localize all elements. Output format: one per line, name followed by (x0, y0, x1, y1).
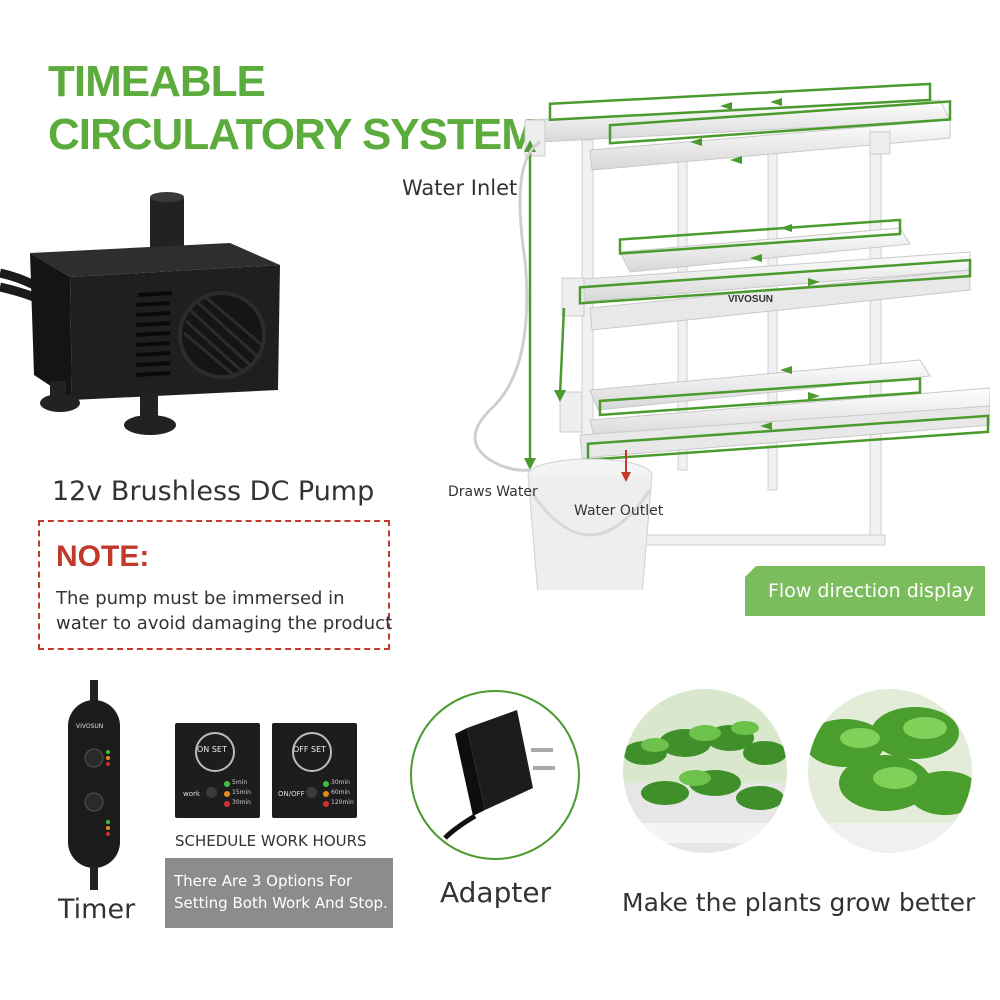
water-outlet-label: Water Outlet (574, 503, 664, 519)
flow-direction-text: Flow direction display (768, 580, 975, 602)
plant-photo-1 (623, 689, 787, 853)
pump-intake-icon (178, 291, 266, 379)
note-line-2: water to avoid damaging the product (56, 613, 393, 634)
water-inlet-label: Water Inlet (402, 176, 518, 200)
pump-cable (0, 268, 37, 290)
note-heading: NOTE: (56, 540, 150, 573)
headline-line-2: CIRCULATORY SYSTEM (48, 110, 538, 159)
plant-photos (623, 689, 972, 853)
plant-photo-2 (808, 689, 972, 853)
adapter-icon (467, 710, 533, 810)
timer-device-image: VIVOSUN (68, 680, 120, 890)
work-button-icon (206, 787, 217, 798)
schedule-caption: SCHEDULE WORK HOURS (175, 832, 367, 850)
rack-brand-mark: VIVOSUN (728, 294, 773, 305)
headline-line-1: TIMEABLE (48, 57, 266, 106)
plants-caption: Make the plants grow better (622, 888, 976, 917)
draws-water-label: Draws Water (448, 484, 538, 500)
work-option-1: 5min (232, 779, 248, 786)
timer-caption: Timer (58, 894, 136, 925)
off-set-button[interactable] (292, 732, 332, 772)
on-set-panel: ON SET work 5min 15min 30min (175, 723, 260, 818)
pump-caption: 12v Brushless DC Pump (52, 476, 375, 507)
flow-direction-badge (745, 566, 985, 616)
hydroponic-rack-diagram: VIVOSUN (473, 82, 990, 590)
off-set-panel: OFF SET ON/OFF 30min 60min 120min (272, 723, 357, 818)
off-option-3: 120min (331, 799, 354, 806)
flow-arrow-icons (524, 98, 820, 470)
options-line-1: There Are 3 Options For (174, 872, 353, 890)
off-option-1: 30min (331, 779, 350, 786)
tier-bottom (559, 359, 990, 459)
work-label: work (183, 790, 200, 798)
off-set-button-label: OFF SET (293, 745, 327, 754)
on-set-button[interactable] (195, 732, 235, 772)
pump-outlet-spout (150, 195, 184, 257)
adapter-caption: Adapter (440, 876, 552, 909)
pump-image (0, 192, 280, 435)
onoff-button-icon (306, 787, 317, 798)
note-box (38, 520, 390, 650)
options-line-2: Setting Both Work And Stop. (174, 894, 388, 912)
options-box (165, 858, 393, 928)
on-set-button-label: ON SET (197, 745, 227, 754)
timer-off-button-icon[interactable] (84, 792, 104, 812)
timer-on-button-icon[interactable] (84, 748, 104, 768)
adapter-image (410, 690, 580, 860)
work-option-3: 30min (232, 799, 251, 806)
timer-brand: VIVOSUN (76, 723, 103, 730)
note-line-1: The pump must be immersed in (56, 588, 345, 609)
water-hose (473, 140, 541, 472)
water-bucket (527, 458, 653, 590)
off-option-2: 60min (331, 789, 350, 796)
onoff-label: ON/OFF (278, 790, 305, 798)
pump-grille (135, 291, 173, 377)
work-option-2: 15min (232, 789, 251, 796)
